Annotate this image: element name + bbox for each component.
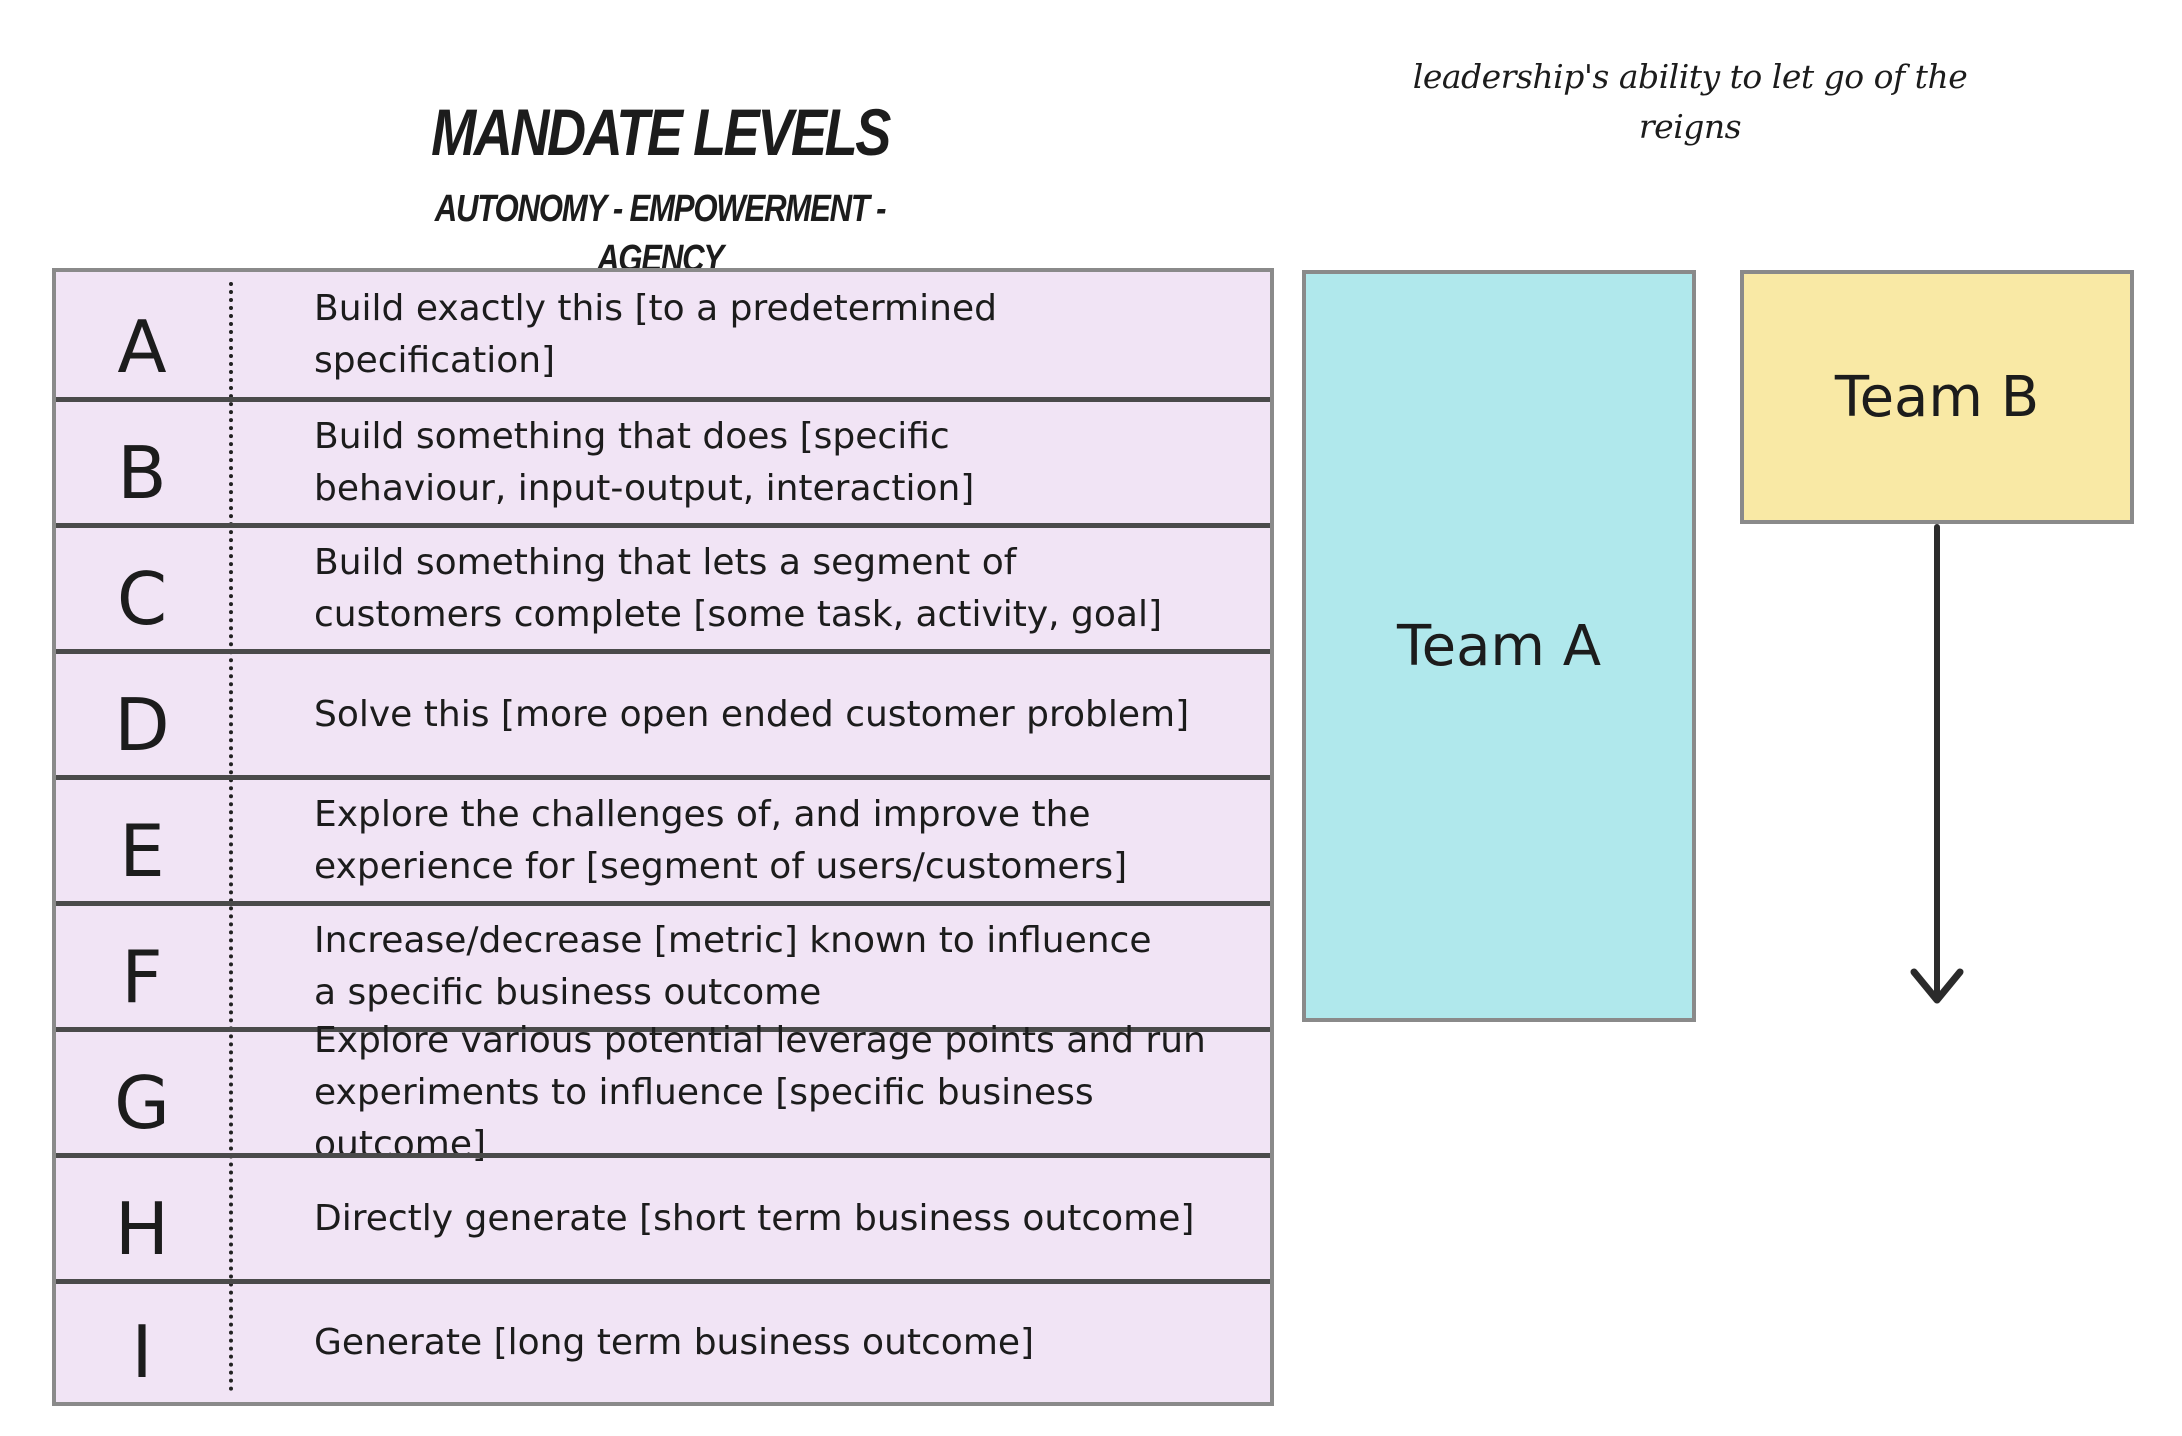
level-description: Build something that lets a segment of c… [314, 541, 1163, 635]
level-row-g: G Explore various potential leverage poi… [56, 1019, 1270, 1165]
diagram-subtitle: AUTONOMY - EMPOWERMENT - AGENCY [434, 188, 887, 280]
level-row-c: C Build something that lets a segment of… [56, 523, 1270, 649]
level-letter: I [131, 1310, 153, 1394]
team-b-label: Team B [1834, 364, 2040, 430]
level-letter: C [116, 557, 168, 641]
dotted-divider [229, 282, 233, 1392]
level-letter: B [117, 431, 167, 515]
level-letter: E [119, 809, 165, 893]
level-row-d: D Solve this [more open ended customer p… [56, 649, 1270, 775]
level-row-h: H Directly generate [short term business… [56, 1153, 1270, 1279]
team-a-box: Team A [1302, 270, 1696, 1022]
diagram-title: MANDATE LEVELS [431, 95, 891, 169]
team-b-box: Team B [1740, 270, 2134, 524]
team-a-label: Team A [1396, 613, 1602, 679]
level-row-i: I Generate [long term business outcome] [56, 1279, 1270, 1402]
level-letter: D [114, 683, 170, 767]
level-description: Generate [long term business outcome] [314, 1322, 1035, 1363]
level-letter: A [117, 305, 167, 389]
level-description: Explore various potential leverage point… [314, 1019, 1206, 1165]
level-description: Build exactly this [to a predetermined s… [314, 287, 997, 381]
level-letter: F [121, 935, 163, 1019]
mandate-levels-table: A Build exactly this [to a predetermined… [52, 268, 1274, 1406]
annotation-note: leadership's ability to let go of the re… [1412, 57, 1968, 146]
down-arrow-icon [1910, 524, 1964, 1004]
level-row-e: E Explore the challenges of, and improve… [56, 775, 1270, 901]
level-description: Increase/decrease [metric] known to infl… [314, 919, 1152, 1013]
level-description: Build something that does [specific beha… [314, 415, 975, 509]
level-letter: H [114, 1187, 170, 1271]
level-row-a: A Build exactly this [to a predetermined… [56, 272, 1270, 397]
level-row-f: F Increase/decrease [metric] known to in… [56, 901, 1270, 1027]
level-description: Solve this [more open ended customer pro… [314, 693, 1190, 735]
level-letter: G [114, 1061, 170, 1145]
level-row-b: B Build something that does [specific be… [56, 397, 1270, 523]
level-description: Directly generate [short term business o… [314, 1197, 1195, 1239]
level-description: Explore the challenges of, and improve t… [314, 793, 1128, 887]
